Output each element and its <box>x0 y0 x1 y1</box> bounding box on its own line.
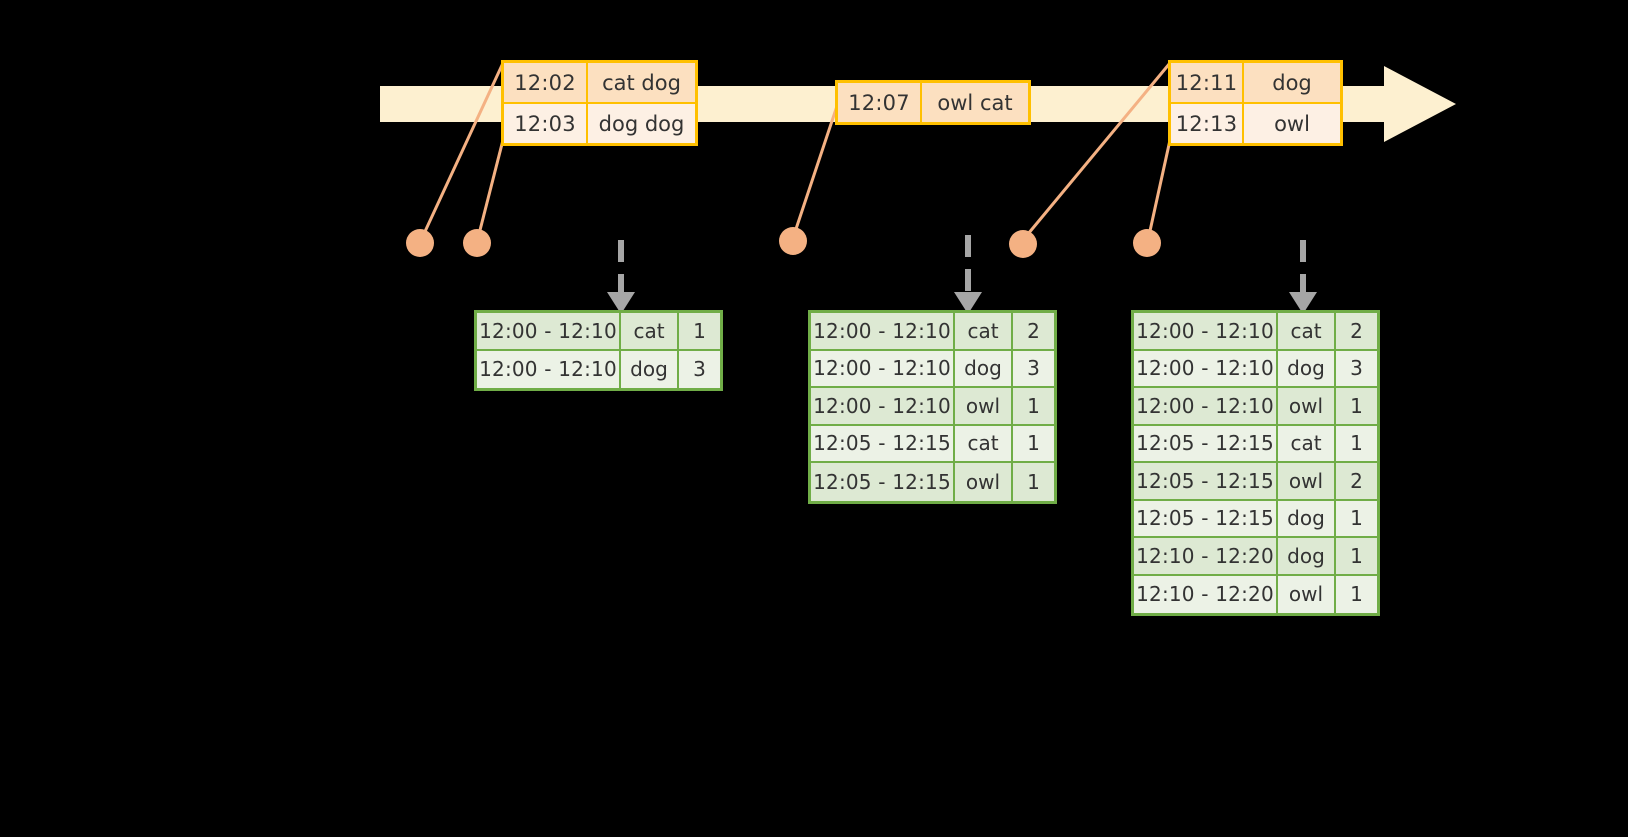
result-table-1: 12:00 - 12:10 cat 1 12:00 - 12:10 dog 3 <box>474 310 723 391</box>
dashed-arrows <box>607 235 1317 314</box>
connector-dot-1 <box>406 229 434 257</box>
table-row: 12:00 - 12:10 owl 1 <box>1134 388 1377 426</box>
event-row: 12:02 cat dog <box>504 63 695 102</box>
connector-dot-3 <box>779 227 807 255</box>
count-cell: 1 <box>1013 388 1054 426</box>
key-cell: owl <box>955 388 1013 426</box>
table-row: 12:00 - 12:10 cat 1 <box>477 313 720 351</box>
table-row: 12:00 - 12:10 cat 2 <box>1134 313 1377 351</box>
count-cell: 2 <box>1336 313 1377 351</box>
window-cell: 12:00 - 12:10 <box>477 350 621 388</box>
event-box-3: 12:11 dog 12:13 owl <box>1168 60 1343 146</box>
table-row: 12:05 - 12:15 owl 2 <box>1134 463 1377 501</box>
table-row: 12:05 - 12:15 dog 1 <box>1134 500 1377 538</box>
count-cell: 1 <box>679 313 720 351</box>
table-row: 12:00 - 12:10 dog 3 <box>477 350 720 388</box>
key-cell: dog <box>1278 500 1336 538</box>
window-cell: 12:10 - 12:20 <box>1134 538 1278 576</box>
key-cell: owl <box>955 463 1013 501</box>
event-time: 12:11 <box>1171 63 1244 102</box>
window-cell: 12:05 - 12:15 <box>1134 425 1278 463</box>
count-cell: 2 <box>1013 313 1054 351</box>
window-cell: 12:00 - 12:10 <box>1134 313 1278 351</box>
key-cell: cat <box>955 425 1013 463</box>
result-table-2: 12:00 - 12:10 cat 2 12:00 - 12:10 dog 3 … <box>808 310 1057 504</box>
event-box-2: 12:07 owl cat <box>835 80 1031 125</box>
window-cell: 12:00 - 12:10 <box>811 350 955 388</box>
event-row: 12:13 owl <box>1171 102 1340 143</box>
count-cell: 3 <box>1013 351 1054 388</box>
connector-dot-4 <box>1009 230 1037 258</box>
key-cell: cat <box>1278 425 1336 463</box>
table-row: 12:10 - 12:20 owl 1 <box>1134 575 1377 613</box>
event-words: owl <box>1274 111 1310 136</box>
event-words: dog dog <box>598 111 685 136</box>
key-cell: dog <box>1278 538 1336 576</box>
connector-dots <box>406 227 1161 258</box>
event-box-1: 12:02 cat dog 12:03 dog dog <box>501 60 698 146</box>
event-row: 12:07 owl cat <box>838 83 1028 122</box>
event-words: cat dog <box>602 70 681 95</box>
count-cell: 1 <box>1336 426 1377 463</box>
count-cell: 1 <box>1336 388 1377 426</box>
key-cell: cat <box>621 313 679 351</box>
window-cell: 12:05 - 12:15 <box>811 425 955 463</box>
event-words: owl cat <box>937 90 1013 115</box>
key-cell: cat <box>1278 313 1336 351</box>
connector-dot-5 <box>1133 229 1161 257</box>
count-cell: 1 <box>1013 426 1054 463</box>
window-cell: 12:10 - 12:20 <box>1134 575 1278 613</box>
count-cell: 1 <box>1336 538 1377 576</box>
event-words: dog <box>1272 70 1312 95</box>
key-cell: cat <box>955 313 1013 351</box>
event-time: 12:13 <box>1171 104 1244 143</box>
key-cell: owl <box>1278 463 1336 501</box>
count-cell: 2 <box>1336 463 1377 501</box>
window-cell: 12:05 - 12:15 <box>811 463 955 501</box>
table-row: 12:05 - 12:15 cat 1 <box>811 425 1054 463</box>
window-cell: 12:00 - 12:10 <box>477 313 621 351</box>
window-cell: 12:00 - 12:10 <box>1134 388 1278 426</box>
count-cell: 3 <box>693 357 706 382</box>
count-cell: 1 <box>1027 469 1040 494</box>
event-row: 12:11 dog <box>1171 63 1340 102</box>
key-cell: owl <box>1278 388 1336 426</box>
connector-dot-2 <box>463 229 491 257</box>
event-time: 12:03 <box>504 104 588 143</box>
table-row: 12:10 - 12:20 dog 1 <box>1134 538 1377 576</box>
table-row: 12:05 - 12:15 cat 1 <box>1134 425 1377 463</box>
key-cell: owl <box>1278 575 1336 613</box>
count-cell: 1 <box>1350 582 1363 607</box>
event-row: 12:03 dog dog <box>504 102 695 143</box>
key-cell: dog <box>621 350 679 388</box>
table-row: 12:00 - 12:10 dog 3 <box>811 350 1054 388</box>
window-cell: 12:05 - 12:15 <box>1134 500 1278 538</box>
key-cell: dog <box>1278 350 1336 388</box>
event-time: 12:07 <box>838 83 922 122</box>
event-time: 12:02 <box>504 63 588 102</box>
table-row: 12:05 - 12:15 owl 1 <box>811 463 1054 501</box>
window-cell: 12:00 - 12:10 <box>811 313 955 351</box>
window-cell: 12:05 - 12:15 <box>1134 463 1278 501</box>
window-cell: 12:00 - 12:10 <box>811 388 955 426</box>
count-cell: 3 <box>1336 351 1377 388</box>
table-row: 12:00 - 12:10 owl 1 <box>811 388 1054 426</box>
table-row: 12:00 - 12:10 cat 2 <box>811 313 1054 351</box>
key-cell: dog <box>955 350 1013 388</box>
table-row: 12:00 - 12:10 dog 3 <box>1134 350 1377 388</box>
count-cell: 1 <box>1336 501 1377 538</box>
window-cell: 12:00 - 12:10 <box>1134 350 1278 388</box>
result-table-3: 12:00 - 12:10 cat 2 12:00 - 12:10 dog 3 … <box>1131 310 1380 616</box>
